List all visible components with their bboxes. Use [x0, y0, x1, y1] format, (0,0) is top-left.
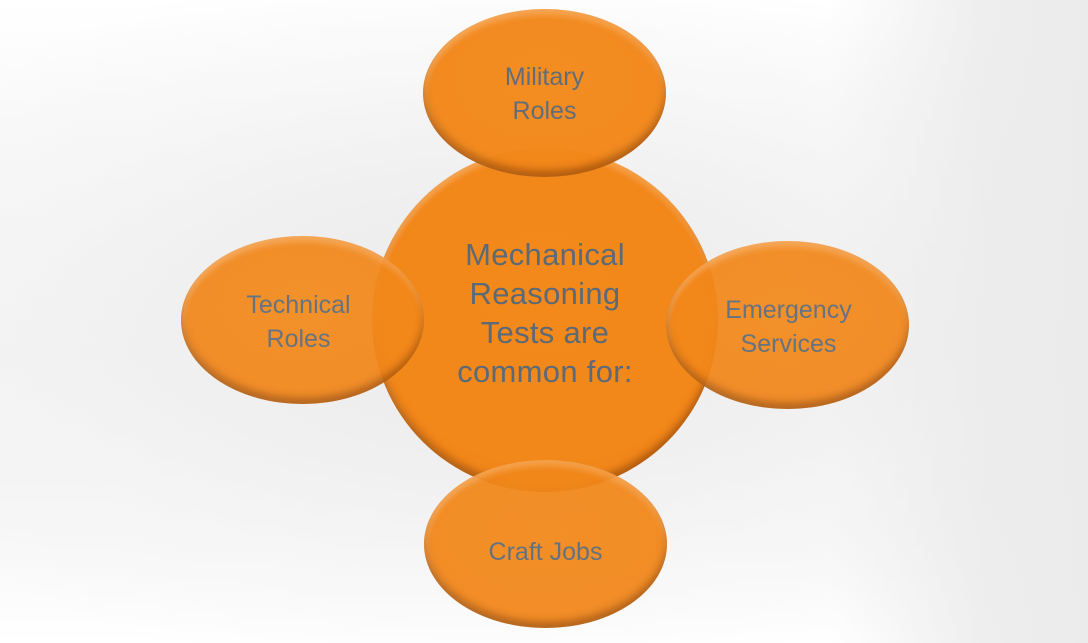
- node-label: Emergency Services: [725, 296, 852, 358]
- node-craft-jobs: Craft Jobs: [424, 460, 667, 628]
- node-technical-roles: Technical Roles: [181, 236, 424, 404]
- node-military-roles: Military Roles: [423, 9, 666, 177]
- node-emergency-services: Emergency Services: [666, 241, 909, 409]
- node-label: Craft Jobs: [488, 538, 603, 566]
- center-label: Mechanical Reasoning Tests are common fo…: [457, 237, 633, 389]
- center-circle: Mechanical Reasoning Tests are common fo…: [372, 148, 718, 492]
- node-label: Military Roles: [504, 63, 585, 125]
- node-label: Technical Roles: [246, 291, 351, 353]
